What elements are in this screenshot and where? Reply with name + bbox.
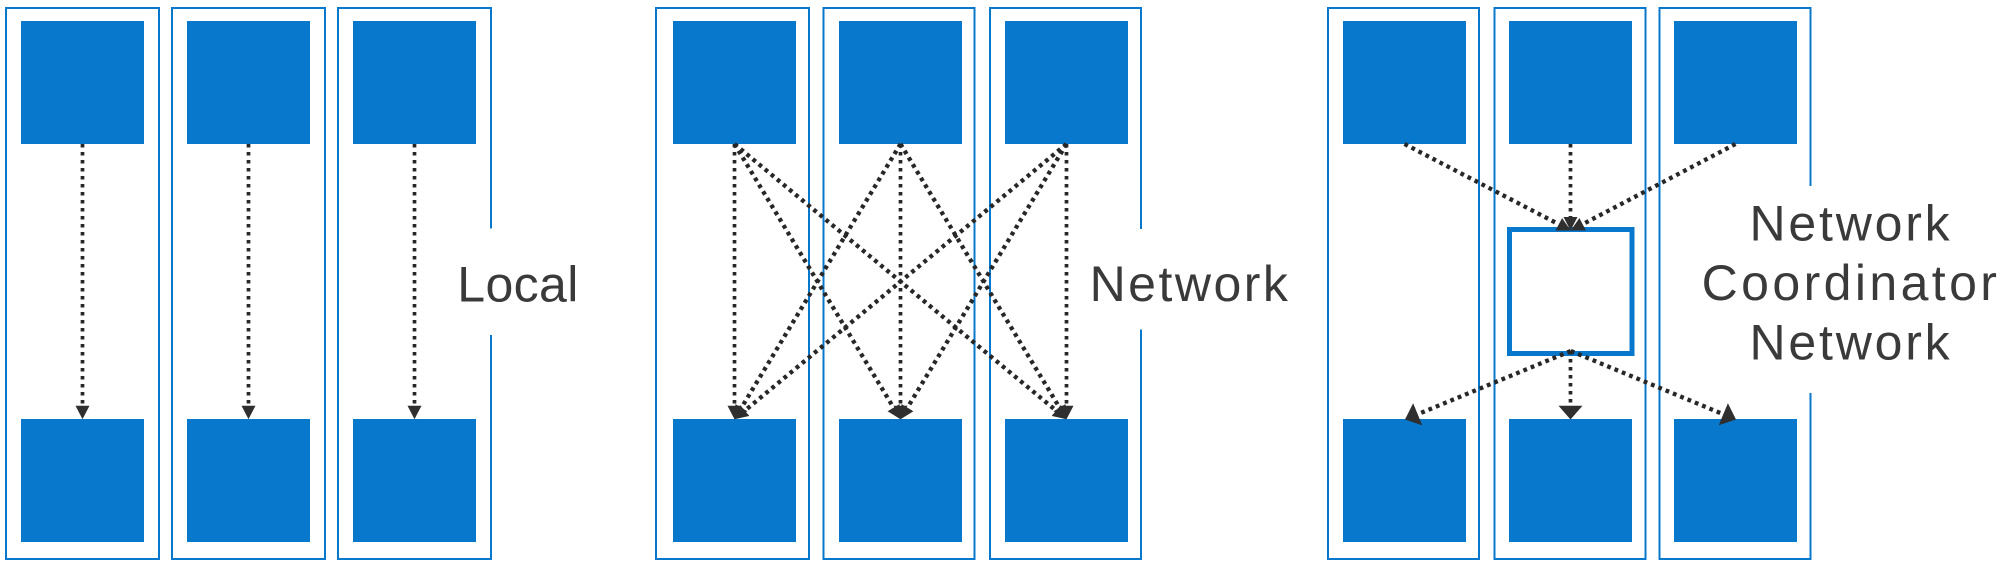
svg-text:Network: Network bbox=[1750, 315, 1953, 371]
svg-text:Network: Network bbox=[1090, 256, 1291, 312]
svg-text:Coordinator: Coordinator bbox=[1702, 255, 2000, 311]
svg-text:Network: Network bbox=[1750, 196, 1953, 252]
svg-text:Local: Local bbox=[457, 257, 579, 313]
